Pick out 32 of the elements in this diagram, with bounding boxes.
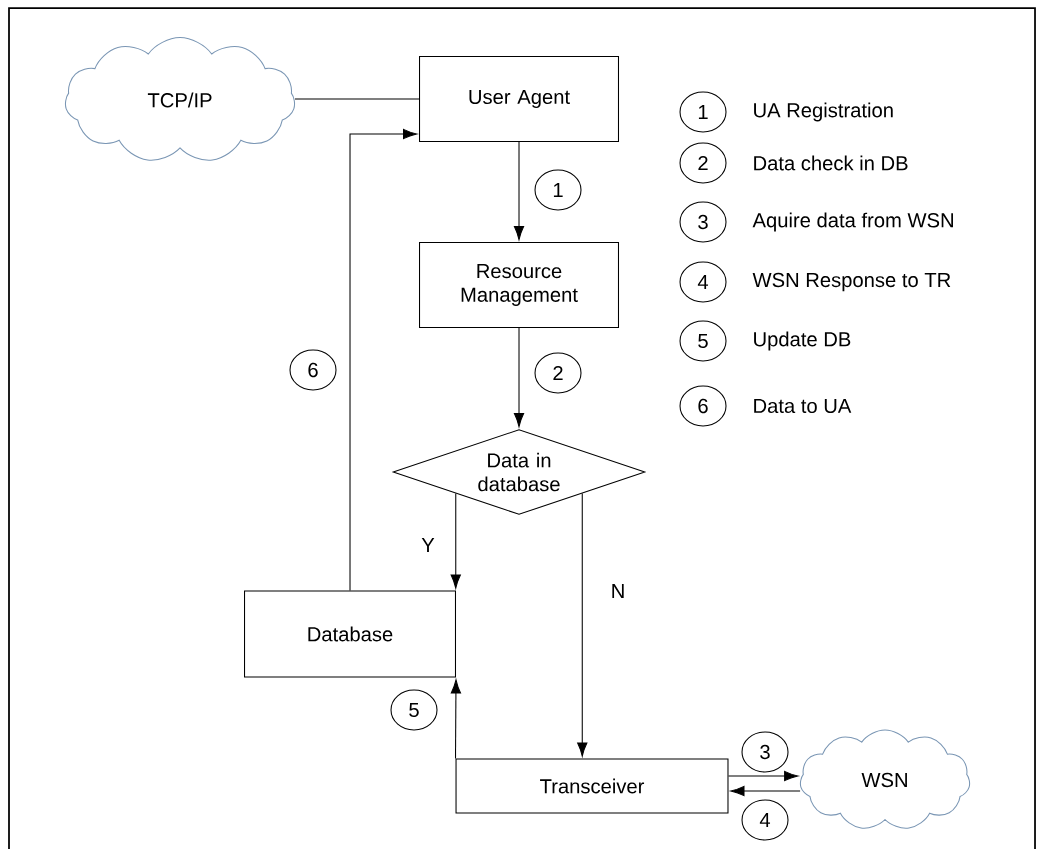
process-box: Resource Management — [419, 242, 619, 329]
arrow — [450, 679, 462, 759]
legend-number: 2 — [679, 142, 727, 184]
legend-number: 3 — [679, 201, 727, 243]
arrow — [577, 493, 588, 757]
legend-number: 4 — [679, 261, 727, 303]
step-number: 3 — [741, 731, 789, 773]
legend-text: Aquire data from WSN — [752, 212, 953, 232]
legend-text: Data to UA — [754, 398, 852, 414]
edge-label: N — [608, 582, 628, 600]
process-box: Transceiver — [455, 758, 729, 814]
edge-label: Y — [419, 536, 437, 554]
legend-text: Update DB — [754, 331, 851, 351]
arrow — [450, 493, 461, 589]
process-box: Database — [244, 590, 456, 678]
arrow — [730, 785, 801, 797]
legend-text: UA Registration — [754, 102, 893, 122]
arrow — [513, 141, 525, 241]
step-number: 1 — [534, 169, 582, 211]
step-number: 5 — [390, 689, 438, 731]
step-number: 6 — [289, 349, 337, 391]
legend-number: 1 — [679, 91, 727, 133]
legend-text: WSN Response to TR — [752, 272, 951, 292]
legend-number: 5 — [679, 320, 727, 362]
legend-text: Data check in DB — [754, 155, 908, 171]
legend-number: 6 — [679, 385, 727, 427]
arrow — [513, 327, 525, 428]
arrow — [728, 770, 799, 782]
arrow — [349, 128, 418, 591]
process-box: User Agent — [419, 56, 619, 143]
step-number: 2 — [534, 352, 582, 394]
step-number: 4 — [741, 799, 789, 841]
